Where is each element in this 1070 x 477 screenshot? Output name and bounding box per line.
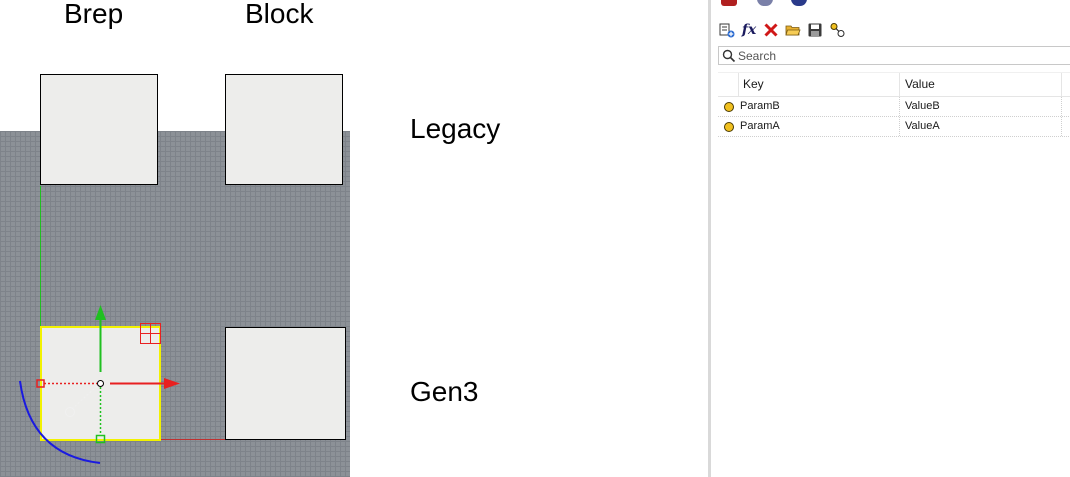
x-arrow-icon xyxy=(164,378,180,389)
parameter-dot-icon xyxy=(723,101,734,112)
search-input[interactable] xyxy=(736,48,1058,63)
header-icon-column xyxy=(718,73,739,96)
rotate-arc-icon xyxy=(19,380,101,464)
add-parameter-icon[interactable] xyxy=(718,21,736,39)
free-rotate-handle-icon xyxy=(65,407,75,417)
parameter-table: Key Value ParamB ValueB ParamA ValueA xyxy=(718,72,1070,137)
fx-icon[interactable]: fx xyxy=(741,22,757,38)
top-globe-icon[interactable] xyxy=(757,0,773,6)
object-brep-legacy[interactable] xyxy=(40,74,158,185)
search-icon xyxy=(722,49,736,62)
header-value[interactable]: Value xyxy=(900,73,1062,96)
object-block-gen3[interactable] xyxy=(225,327,346,440)
open-folder-icon[interactable] xyxy=(784,21,802,39)
table-row[interactable]: ParamA ValueA xyxy=(718,117,1070,137)
diagonal-dotted-line xyxy=(71,385,98,410)
column-label-brep: Brep xyxy=(64,0,124,29)
header-key[interactable]: Key xyxy=(739,73,900,96)
column-label-block: Block xyxy=(245,0,314,29)
panel-toolbar: fx xyxy=(718,20,846,40)
y-scale-handle-icon xyxy=(95,434,106,444)
top-red-icon[interactable] xyxy=(721,0,737,6)
user-text-panel: fx xyxy=(708,0,1070,477)
row-key[interactable]: ParamA xyxy=(739,117,900,136)
save-icon[interactable] xyxy=(806,21,824,39)
row-label-legacy: Legacy xyxy=(410,113,501,144)
link-icon[interactable] xyxy=(828,21,846,39)
object-block-legacy[interactable] xyxy=(225,74,343,185)
row-key[interactable]: ParamB xyxy=(739,97,900,116)
gumball-overlay xyxy=(19,186,225,464)
gumball-center-icon xyxy=(97,380,104,387)
row-label-gen3: Gen3 xyxy=(410,376,479,407)
table-row[interactable]: ParamB ValueB xyxy=(718,97,1070,117)
parameter-dot-icon xyxy=(723,121,734,132)
3d-viewport[interactable]: Brep Block Legacy Gen3 xyxy=(0,0,708,477)
panel-top-toolbar xyxy=(711,0,1070,8)
search-box[interactable] xyxy=(718,46,1070,65)
x-scale-handle-icon xyxy=(36,379,45,388)
delete-icon[interactable] xyxy=(762,21,780,39)
top-blue-icon[interactable] xyxy=(791,0,807,6)
row-value[interactable]: ValueB xyxy=(900,97,1062,116)
table-header: Key Value xyxy=(718,72,1070,97)
row-value[interactable]: ValueA xyxy=(900,117,1062,136)
plane-handle-icon xyxy=(140,323,161,344)
y-arrow-icon xyxy=(95,305,106,320)
